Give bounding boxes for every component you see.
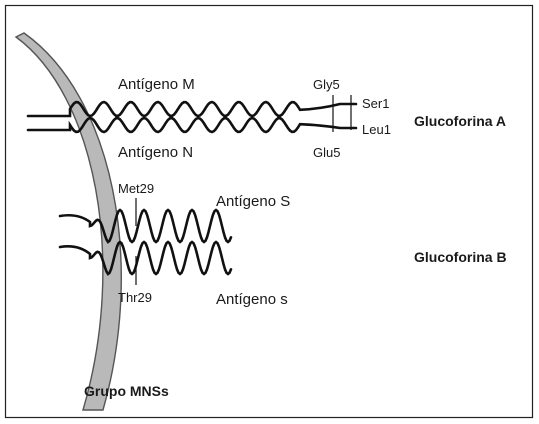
antigen-m-label: Antígeno M bbox=[118, 76, 195, 93]
figure-border bbox=[4, 4, 534, 419]
glycophorin-b-label: Glucoforina B bbox=[414, 249, 507, 265]
glu5-label: Glu5 bbox=[313, 145, 340, 160]
glycophorin-b-strand-upper bbox=[58, 208, 233, 244]
thr29-label: Thr29 bbox=[118, 290, 152, 305]
glycophorin-a-strand-lower bbox=[26, 116, 358, 134]
glycophorin-a-label: Glucoforina A bbox=[414, 113, 506, 129]
leu1-label: Leu1 bbox=[362, 122, 391, 137]
antigen-s-lower-label: Antígeno s bbox=[216, 291, 288, 308]
antigen-s-upper-label: Antígeno S bbox=[216, 193, 290, 210]
cell-membrane bbox=[14, 32, 122, 411]
met29-label: Met29 bbox=[118, 181, 154, 196]
group-label: Grupo MNSs bbox=[84, 383, 169, 399]
antigen-n-label: Antígeno N bbox=[118, 144, 193, 161]
gly5-label: Gly5 bbox=[313, 77, 340, 92]
glycophorin-b-strand-lower bbox=[58, 240, 233, 276]
ser1-label: Ser1 bbox=[362, 96, 389, 111]
glycophorin-a-strand-upper bbox=[26, 100, 358, 118]
